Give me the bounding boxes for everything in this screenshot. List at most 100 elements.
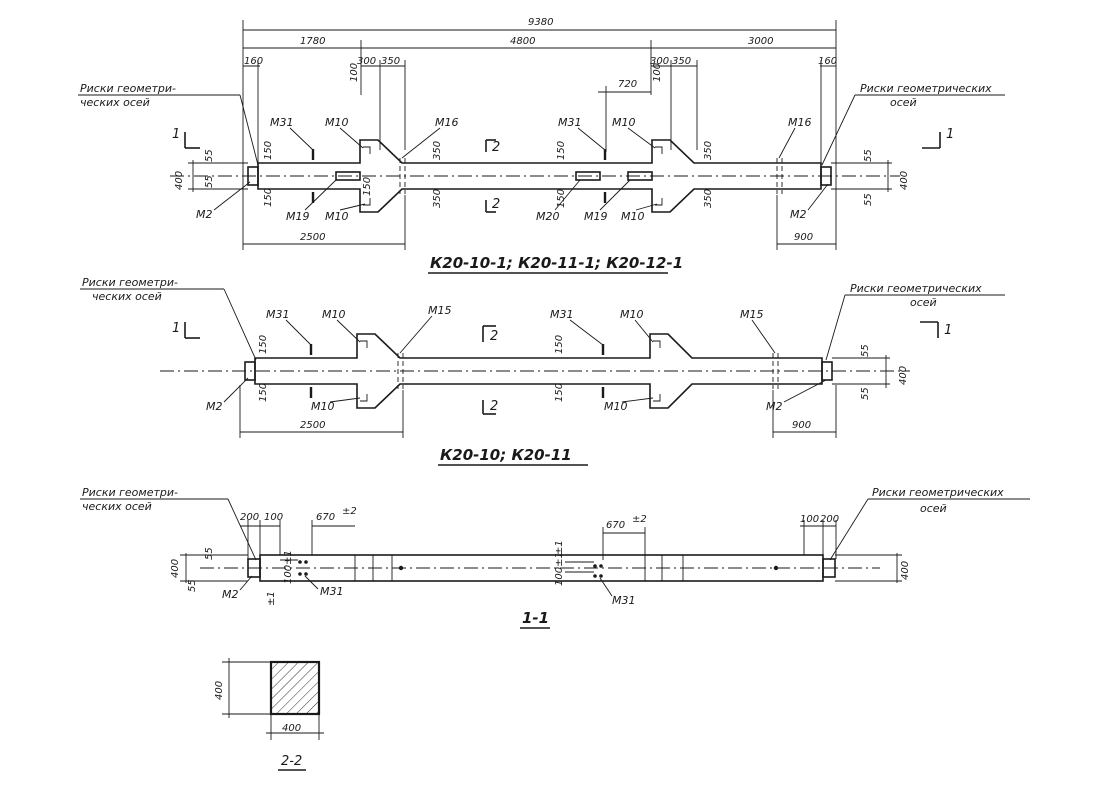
dim-350-b: 350 bbox=[432, 189, 443, 208]
dim-200-b: 200 bbox=[820, 514, 839, 525]
view-2: 150 150 150 150 55 55 400 2500 900 М31 М… bbox=[80, 276, 1005, 466]
dim-400-d: 400 bbox=[170, 559, 181, 578]
dim-160-left: 160 bbox=[244, 56, 263, 67]
dim-350-a: 350 bbox=[432, 141, 443, 160]
mark-m10-h: М10 bbox=[604, 400, 628, 413]
callout-left-1b: ческих осей bbox=[80, 96, 150, 109]
dim-200-a: 200 bbox=[240, 512, 259, 523]
mark-m2-d: М2 bbox=[766, 400, 783, 413]
dim-350-left: 350 bbox=[381, 56, 400, 67]
dim-350-d: 350 bbox=[703, 189, 714, 208]
callout-right-2b: осей bbox=[910, 296, 937, 309]
dim-100tol-b: 100±1 bbox=[554, 552, 565, 586]
dim-55-g: 55 bbox=[204, 547, 215, 560]
dim-150-h: 150 bbox=[554, 335, 565, 354]
dim-400-b: 400 bbox=[899, 171, 910, 190]
dim-160-right: 160 bbox=[818, 56, 837, 67]
mark-m19-a: М19 bbox=[286, 210, 310, 223]
section-1-1-caption: 1-1 bbox=[522, 609, 549, 627]
mark-m16-a: М16 bbox=[435, 116, 459, 129]
dim-55-h: 55 bbox=[187, 579, 198, 592]
section-2-top-a: 2 bbox=[492, 140, 500, 155]
mark-m2-c: М2 bbox=[206, 400, 223, 413]
section-2-2-caption: 2-2 bbox=[281, 754, 302, 769]
mark-m31-b: М31 bbox=[558, 116, 582, 129]
dim-300-left: 300 bbox=[357, 56, 376, 67]
callout-right-3a: Риски геометрических bbox=[872, 486, 1004, 499]
dim-55-b: 55 bbox=[204, 175, 215, 188]
dim-720: 720 bbox=[618, 79, 637, 90]
callout-left-3b: ческих осей bbox=[82, 500, 152, 513]
callout-left-2a: Риски геометри- bbox=[82, 276, 178, 289]
mark-m19-b: М19 bbox=[584, 210, 608, 223]
dim-300-right: 300 bbox=[650, 56, 669, 67]
dim-2500-b: 2500 bbox=[300, 420, 325, 431]
tol-1-a: ±1 bbox=[266, 591, 277, 606]
callout-left-3a: Риски геометри- bbox=[82, 486, 178, 499]
dim-150-e: 150 bbox=[556, 189, 567, 208]
dim-150-f: 150 bbox=[258, 335, 269, 354]
dim-350-c: 350 bbox=[703, 141, 714, 160]
callout-right-2a: Риски геометрических bbox=[850, 282, 982, 295]
dim-100-right: 100 bbox=[652, 63, 663, 82]
section-1-1: 200 100 670 ±2 670 ±2 100 200 100±1 ±1 1… bbox=[80, 486, 1030, 629]
dim-400-f: 400 bbox=[214, 681, 225, 700]
dim-100tol-a: 100±1 bbox=[283, 550, 294, 584]
dim-55-a: 55 bbox=[204, 149, 215, 162]
dim-150-c: 150 bbox=[362, 177, 373, 196]
mark-m10-g: М10 bbox=[311, 400, 335, 413]
dim-900-b: 900 bbox=[792, 420, 811, 431]
mark-m10-d: М10 bbox=[621, 210, 645, 223]
dim-55-c: 55 bbox=[863, 149, 874, 162]
mark-m2-e: М2 bbox=[222, 588, 239, 601]
section-1-right-a: 1 bbox=[946, 127, 954, 142]
mark-m10-b: М10 bbox=[612, 116, 636, 129]
dim-100-a: 100 bbox=[264, 512, 283, 523]
dim-400-e: 400 bbox=[900, 561, 911, 580]
mark-m10-f: М10 bbox=[620, 308, 644, 321]
tol-1-b: ±1 bbox=[554, 540, 565, 555]
mark-m15-b: М15 bbox=[740, 308, 764, 321]
mark-m31-e: М31 bbox=[320, 585, 344, 598]
section-2-bot-a: 2 bbox=[492, 197, 500, 212]
mark-m15-a: М15 bbox=[428, 304, 452, 317]
mark-m31-c: М31 bbox=[266, 308, 290, 321]
mark-m10-e: М10 bbox=[322, 308, 346, 321]
cross-section bbox=[269, 660, 321, 716]
mark-m2-a: М2 bbox=[196, 208, 213, 221]
dim-100-left: 100 bbox=[349, 63, 360, 82]
section-1-left-b: 1 bbox=[172, 321, 180, 336]
dim-400-c: 400 bbox=[898, 366, 909, 385]
section-2-top-b: 2 bbox=[490, 329, 498, 344]
dim-100-b: 100 bbox=[800, 514, 819, 525]
view2-title: К20-10; К20-11 bbox=[440, 446, 572, 464]
dim-350-right: 350 bbox=[672, 56, 691, 67]
mark-m16-b: М16 bbox=[788, 116, 812, 129]
mark-m10-c: М10 bbox=[325, 210, 349, 223]
tol-2-b: ±2 bbox=[632, 514, 647, 525]
mark-m20: М20 bbox=[536, 210, 560, 223]
dim-1780: 1780 bbox=[300, 36, 325, 47]
dim-4800: 4800 bbox=[510, 36, 535, 47]
view1-title: К20-10-1; К20-11-1; К20-12-1 bbox=[430, 254, 683, 272]
dim-150-a: 150 bbox=[263, 141, 274, 160]
dim-900-a: 900 bbox=[794, 232, 813, 243]
column-outline-1 bbox=[257, 139, 822, 213]
dim-150-b: 150 bbox=[263, 188, 274, 207]
dim-3000: 3000 bbox=[748, 36, 773, 47]
section-2-2: 400 400 2-2 bbox=[214, 658, 324, 771]
callout-right-3b: осей bbox=[920, 502, 947, 515]
column-outline-2 bbox=[254, 333, 823, 409]
section-1-right-b: 1 bbox=[944, 323, 952, 338]
callout-right-1a: Риски геометрических bbox=[860, 82, 992, 95]
section-2-bot-b: 2 bbox=[490, 399, 498, 414]
dim-overall: 9380 bbox=[528, 17, 553, 28]
dim-55-e: 55 bbox=[860, 344, 871, 357]
mark-m31-a: М31 bbox=[270, 116, 294, 129]
dim-400-a: 400 bbox=[174, 171, 185, 190]
dim-55-f: 55 bbox=[860, 387, 871, 400]
view-1: 9380 1780 4800 3000 160 300 350 300 350 … bbox=[78, 17, 1005, 274]
mark-m31-f: М31 bbox=[612, 594, 636, 607]
dim-150-d: 150 bbox=[556, 141, 567, 160]
